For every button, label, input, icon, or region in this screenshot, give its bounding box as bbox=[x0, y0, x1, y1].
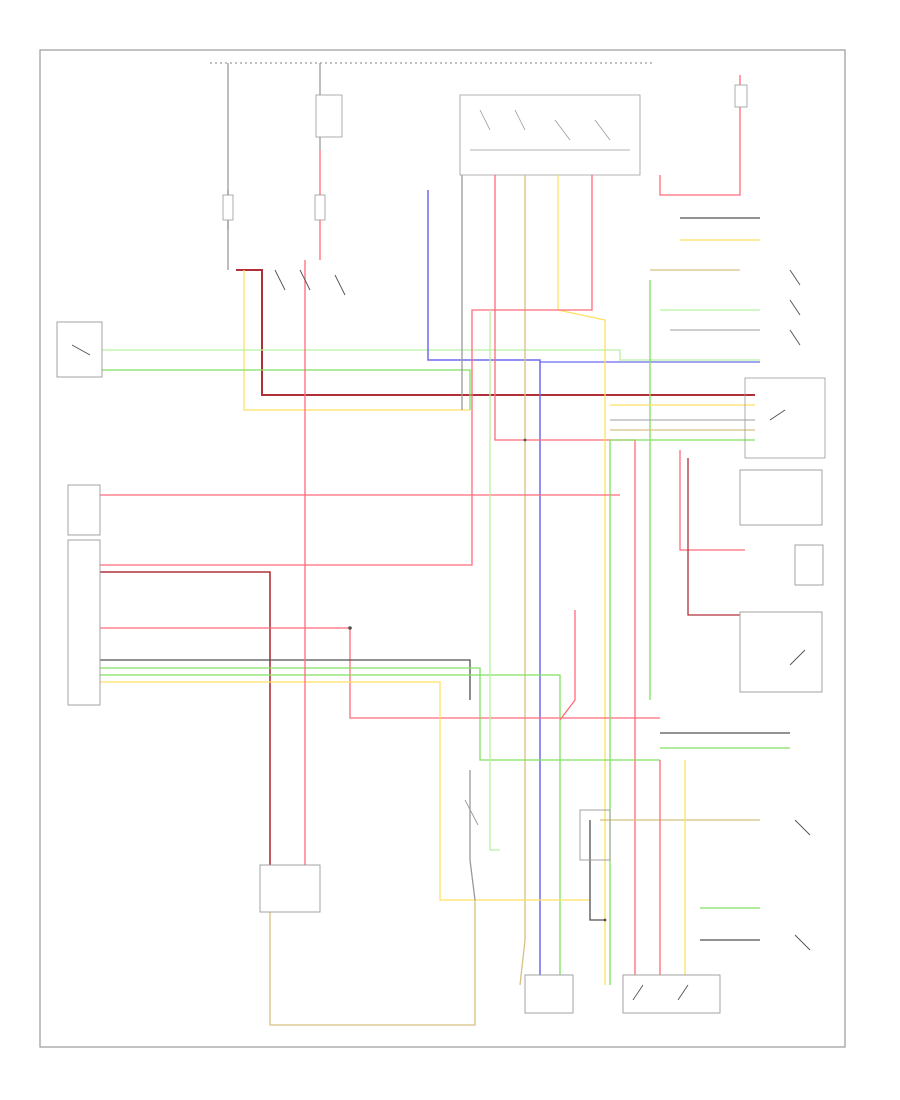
wire-ecm-green-2 bbox=[100, 667, 660, 761]
cooling-fan-motor bbox=[259, 864, 321, 913]
ecm bbox=[67, 484, 101, 706]
fuse-left bbox=[222, 194, 234, 221]
coolant-temp-switch bbox=[579, 809, 611, 861]
fuse-block-top-right bbox=[734, 84, 748, 108]
wire-relay-frame bbox=[459, 94, 641, 176]
wire-green-ps1 bbox=[102, 349, 760, 361]
wire-coolant bbox=[559, 610, 576, 721]
wire-relay-out2 bbox=[494, 175, 636, 985]
ac-pressure-switch bbox=[622, 974, 721, 1014]
ac-clutch bbox=[464, 799, 479, 826]
wire-red-loop bbox=[679, 450, 745, 551]
right-module bbox=[744, 377, 826, 459]
wire-ecm-green-4 bbox=[100, 681, 590, 901]
wire-ecm-red-mid bbox=[100, 627, 660, 719]
wire-tr-fuse bbox=[659, 75, 741, 196]
connector-bottom-center bbox=[524, 974, 574, 1014]
cooling-fan-relay bbox=[274, 269, 346, 296]
wire-yellow-relay bbox=[243, 270, 470, 411]
right-switches bbox=[789, 269, 811, 951]
wire-blue bbox=[427, 190, 541, 985]
wire-relay-out5 bbox=[100, 175, 593, 566]
wire-dark-red-main bbox=[236, 269, 755, 396]
relay-top-center bbox=[470, 109, 630, 151]
wire-green-ps2 bbox=[102, 369, 471, 410]
wire-layer bbox=[100, 62, 790, 1026]
wire-relay-out3 bbox=[519, 175, 526, 986]
wire-ecm-darkred-fan bbox=[100, 571, 271, 865]
right-connector-a bbox=[739, 469, 823, 526]
wire-ecm-green-3 bbox=[100, 674, 561, 985]
wire-coolant-2 bbox=[589, 820, 605, 921]
right-connector-b bbox=[794, 544, 824, 586]
diagram-border bbox=[39, 49, 846, 1048]
wire-ac-clutch bbox=[469, 770, 476, 901]
wire-dark-red-loop bbox=[687, 458, 745, 616]
blower-switch bbox=[739, 611, 823, 693]
fuse-right bbox=[314, 94, 343, 221]
junction-dots bbox=[348, 438, 607, 922]
pressure-switch-left bbox=[56, 321, 103, 378]
wire-green-long bbox=[489, 310, 500, 851]
wire-tan-bottom bbox=[269, 900, 476, 1026]
wire-relay-out4 bbox=[557, 175, 606, 985]
wire-ecm-green-1 bbox=[100, 659, 471, 700]
